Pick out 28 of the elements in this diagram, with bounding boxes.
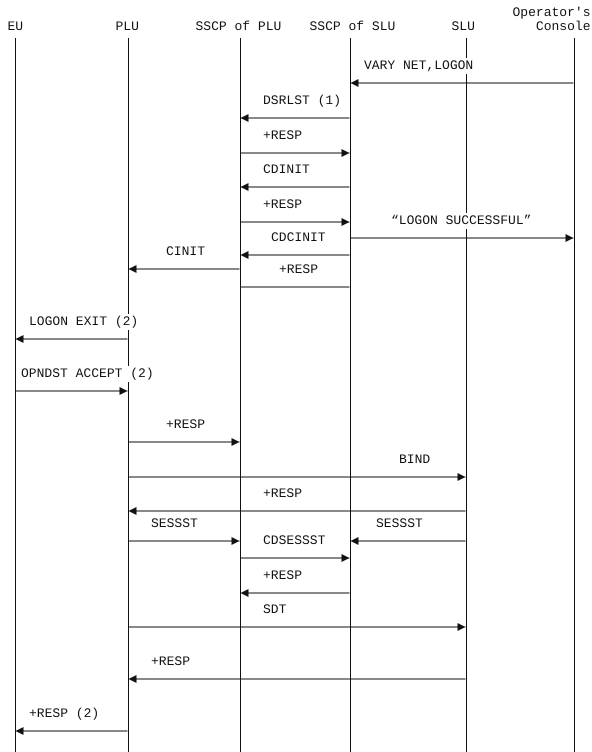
message-arrow — [350, 537, 466, 545]
message-arrow — [15, 335, 128, 343]
participant-label: SLU — [452, 20, 476, 34]
message-arrow — [240, 251, 350, 259]
message-label: “LOGON SUCCESSFUL” — [390, 213, 532, 229]
message-arrow — [128, 675, 466, 683]
participant-label: SSCP of PLU — [196, 20, 282, 34]
message-arrow — [128, 438, 240, 446]
message-arrow — [128, 265, 240, 273]
message-arrow — [128, 537, 240, 545]
participant-label: EU — [8, 20, 24, 34]
message-arrow — [350, 79, 574, 87]
message-arrow — [240, 554, 350, 562]
message-arrow — [15, 727, 128, 735]
participant-label: PLU — [116, 20, 140, 34]
message-arrow — [240, 114, 350, 122]
message-label: VARY NET,LOGON — [363, 58, 474, 74]
message-arrow — [128, 473, 466, 481]
message-arrow — [240, 218, 350, 226]
message-arrow — [128, 623, 466, 631]
message-arrow — [240, 589, 350, 597]
message-arrow — [240, 149, 350, 157]
participant-label: Operator's Console — [511, 6, 590, 34]
message-arrow — [128, 507, 466, 515]
message-arrow — [15, 387, 128, 395]
message-arrow — [350, 234, 574, 242]
message-arrow — [240, 183, 350, 191]
participant-label: SSCP of SLU — [310, 20, 396, 34]
